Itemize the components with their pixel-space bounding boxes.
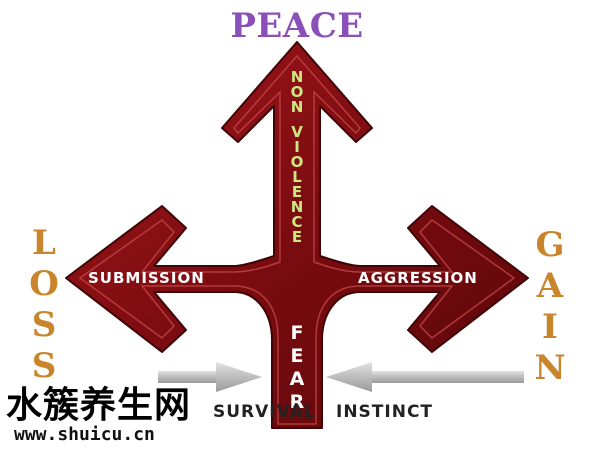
right-grey-arrow bbox=[326, 362, 524, 392]
gain-letter: I bbox=[542, 307, 558, 347]
nonviolence-letter: E bbox=[291, 228, 303, 246]
nonviolence-letter: V bbox=[291, 123, 303, 141]
nonviolence-letter: N bbox=[290, 68, 304, 86]
nonviolence-letter: O bbox=[290, 153, 304, 171]
nonviolence-letter: C bbox=[291, 213, 303, 231]
fear-letter: A bbox=[289, 368, 305, 390]
peace-title: PEACE bbox=[230, 6, 364, 46]
gain-letter: A bbox=[536, 266, 564, 306]
gain-letter: N bbox=[534, 348, 566, 388]
survival-label: SURVIVAL bbox=[213, 402, 316, 422]
aggression-label: AGGRESSION bbox=[358, 269, 478, 287]
nonviolence-letter: I bbox=[294, 138, 300, 156]
nonviolence-letter: E bbox=[291, 183, 303, 201]
left-grey-arrow bbox=[158, 362, 262, 392]
three-way-arrow bbox=[65, 41, 529, 429]
nonviolence-letter: O bbox=[290, 83, 304, 101]
three-way-arrow-bevel bbox=[78, 54, 516, 425]
nonviolence-letter: N bbox=[290, 198, 304, 216]
gain-letter: G bbox=[535, 225, 565, 265]
watermark-url: www.shuicu.cn bbox=[14, 424, 155, 445]
loss-letter: L bbox=[32, 223, 56, 263]
loss-letter: S bbox=[31, 346, 57, 386]
instinct-label: INSTINCT bbox=[336, 402, 434, 422]
loss-letter: S bbox=[31, 305, 57, 345]
nonviolence-letter: L bbox=[292, 168, 302, 186]
fear-letter: E bbox=[290, 345, 304, 367]
loss-letter: O bbox=[29, 264, 59, 304]
submission-label: SUBMISSION bbox=[88, 269, 205, 287]
fear-letter: F bbox=[290, 322, 304, 344]
fear-letter: R bbox=[289, 391, 305, 413]
watermark-text: 水簇养生网 bbox=[6, 385, 192, 426]
nonviolence-letter: N bbox=[290, 98, 304, 116]
